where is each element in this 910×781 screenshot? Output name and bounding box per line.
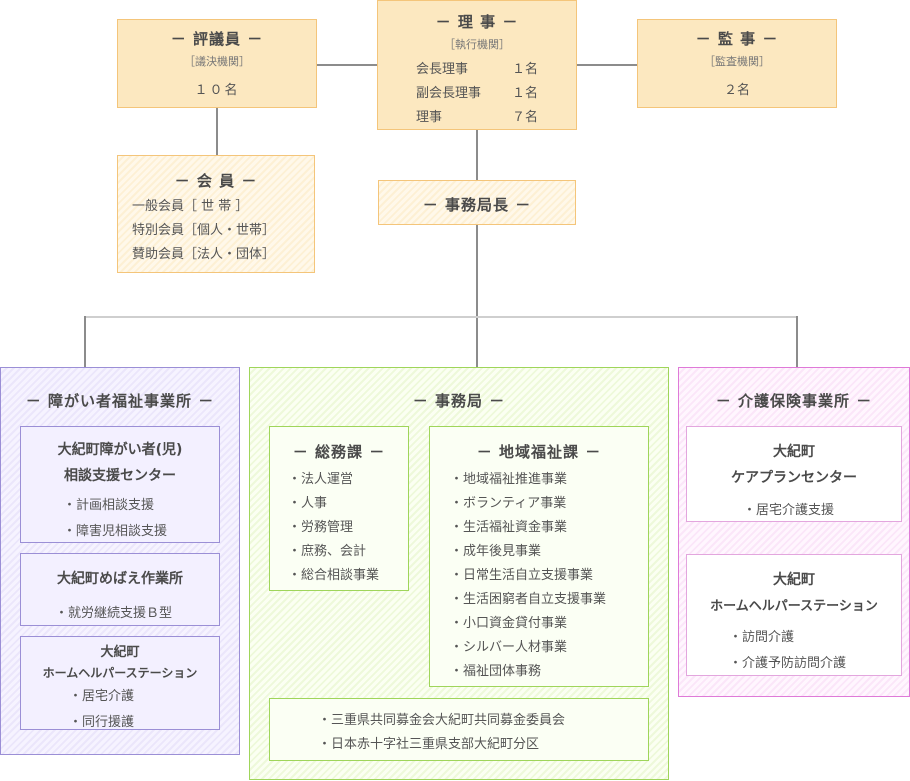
council-box: － 評議員 － ［議決機関］ １０名: [117, 19, 317, 108]
council-sub: ［議決機関］: [184, 55, 250, 68]
list-item: ・労務管理: [288, 520, 354, 535]
members-title: － 会 員 －: [174, 172, 258, 190]
list-item: ・生活福祉資金事業: [450, 520, 568, 535]
list-item: 一般会員［ 世 帯 ］: [132, 199, 249, 214]
disability-unit-3-name1: 大紀町: [100, 645, 140, 660]
auditor-title: － 監 事 －: [695, 30, 779, 48]
connector-left-branch: [84, 316, 86, 367]
care-unit-2-name2: ホームヘルパーステーション: [710, 599, 878, 614]
connector-horizontal-branch: [84, 316, 798, 318]
disability-unit-3-item: ・同行援護: [69, 715, 135, 730]
care-unit-2: 大紀町 ホームヘルパーステーション ・訪問介護 ・介護予防訪問介護: [686, 554, 902, 676]
list-item: 賛助会員［法人・団体］: [132, 247, 276, 262]
list-item: ・福祉団体事務: [450, 664, 542, 679]
auditor-count: ２名: [723, 83, 750, 98]
care-unit-1-name1: 大紀町: [773, 444, 815, 460]
care-unit-1-item: ・居宅介護支援: [743, 503, 835, 518]
list-item: ・ボランティア事業: [450, 496, 567, 511]
disability-unit-1-item: ・計画相談支援: [63, 498, 155, 513]
board-row: 副会長理事 １名: [378, 82, 576, 106]
secretary-general-box: － 事務局長 －: [378, 180, 576, 225]
board-role: 理事: [416, 110, 443, 125]
council-count: １０名: [194, 83, 240, 98]
disability-unit-3: 大紀町 ホームヘルパーステーション ・居宅介護 ・同行援護: [20, 636, 220, 730]
disability-unit-1: 大紀町障がい者(児) 相談支援センター ・計画相談支援 ・障害児相談支援: [20, 426, 220, 543]
secretariat-title: － 事務局 －: [412, 392, 506, 410]
list-item: ・小口資金貸付事業: [450, 616, 568, 631]
community-welfare-items: ・地域福祉推進事業・ボランティア事業・生活福祉資金事業・成年後見事業・日常生活自…: [430, 468, 648, 684]
list-item: ・成年後見事業: [450, 544, 542, 559]
general-affairs-title: － 総務課 －: [292, 443, 386, 461]
committees-items: ・三重県共同募金会大紀町共同募金委員会・日本赤十字社三重県支部大紀町分区: [270, 709, 648, 757]
board-role: 副会長理事: [416, 86, 482, 101]
disability-unit-2-name1: 大紀町めばえ作業所: [57, 571, 183, 587]
list-item: 特別会員［個人・世帯］: [132, 223, 276, 238]
list-item: ・シルバー人材事業: [450, 640, 568, 655]
list-item: ・庶務、会計: [288, 544, 367, 559]
list-item: ・法人運営: [288, 472, 354, 487]
disability-unit-1-name2: 相談支援センター: [64, 468, 176, 484]
board-count: １名: [511, 86, 538, 101]
care-insurance-title: － 介護保険事業所 －: [715, 392, 873, 410]
connector-council-board: [317, 64, 377, 66]
board-role: 会長理事: [416, 62, 469, 77]
disability-unit-2-item: ・就労継続支援Ｂ型: [55, 606, 173, 621]
council-title: － 評議員 －: [170, 30, 264, 48]
list-item: ・総合相談事業: [288, 568, 380, 583]
list-item: ・地域福祉推進事業: [450, 472, 568, 487]
members-items: 一般会員［ 世 帯 ］ 特別会員［個人・世帯］ 賛助会員［法人・団体］: [118, 195, 314, 267]
board-count: ７名: [511, 110, 538, 125]
community-welfare-title: － 地域福祉課 －: [476, 443, 602, 461]
list-item: ・生活困窮者自立支援事業: [450, 592, 607, 607]
secretary-general-title: － 事務局長 －: [422, 196, 532, 214]
list-item: ・人事: [288, 496, 328, 511]
care-unit-2-item: ・介護予防訪問介護: [729, 656, 847, 671]
list-item: ・三重県共同募金会大紀町共同募金委員会: [318, 713, 566, 728]
connector-secretary-down: [476, 225, 478, 367]
care-unit-2-item: ・訪問介護: [729, 630, 795, 645]
board-sub: ［執行機関］: [444, 38, 510, 51]
general-affairs-items: ・法人運営・人事・労務管理・庶務、会計・総合相談事業: [270, 468, 408, 588]
disability-unit-2: 大紀町めばえ作業所 ・就労継続支援Ｂ型: [20, 553, 220, 626]
board-row: 理事 ７名: [378, 106, 576, 130]
disability-unit-1-name1: 大紀町障がい者(児): [57, 442, 183, 458]
community-welfare-box: － 地域福祉課 － ・地域福祉推進事業・ボランティア事業・生活福祉資金事業・成年…: [429, 426, 649, 687]
board-count: １名: [511, 62, 538, 77]
auditor-box: － 監 事 － ［監査機関］ ２名: [637, 19, 837, 108]
disability-unit-3-name2: ホームヘルパーステーション: [42, 666, 198, 680]
board-row: 会長理事 １名: [378, 58, 576, 82]
auditor-sub: ［監査機関］: [704, 55, 770, 68]
disability-title: － 障がい者福祉事業所 －: [25, 392, 215, 410]
committees-box: ・三重県共同募金会大紀町共同募金委員会・日本赤十字社三重県支部大紀町分区: [269, 698, 649, 761]
connector-board-secretary: [476, 130, 478, 180]
care-unit-1: 大紀町 ケアプランセンター ・居宅介護支援: [686, 426, 902, 522]
board-title: － 理 事 －: [435, 13, 519, 31]
disability-unit-3-item: ・居宅介護: [69, 689, 135, 704]
care-unit-1-name2: ケアプランセンター: [731, 470, 857, 486]
list-item: ・日本赤十字社三重県支部大紀町分区: [318, 737, 540, 752]
connector-council-members: [216, 108, 218, 155]
disability-unit-1-item: ・障害児相談支援: [63, 524, 168, 539]
members-box: － 会 員 － 一般会員［ 世 帯 ］ 特別会員［個人・世帯］ 賛助会員［法人・団体…: [117, 155, 315, 273]
care-unit-2-name1: 大紀町: [773, 572, 815, 588]
connector-board-auditor: [577, 64, 637, 66]
general-affairs-box: － 総務課 － ・法人運営・人事・労務管理・庶務、会計・総合相談事業: [269, 426, 409, 591]
connector-right-branch: [796, 316, 798, 367]
list-item: ・日常生活自立支援事業: [450, 568, 594, 583]
